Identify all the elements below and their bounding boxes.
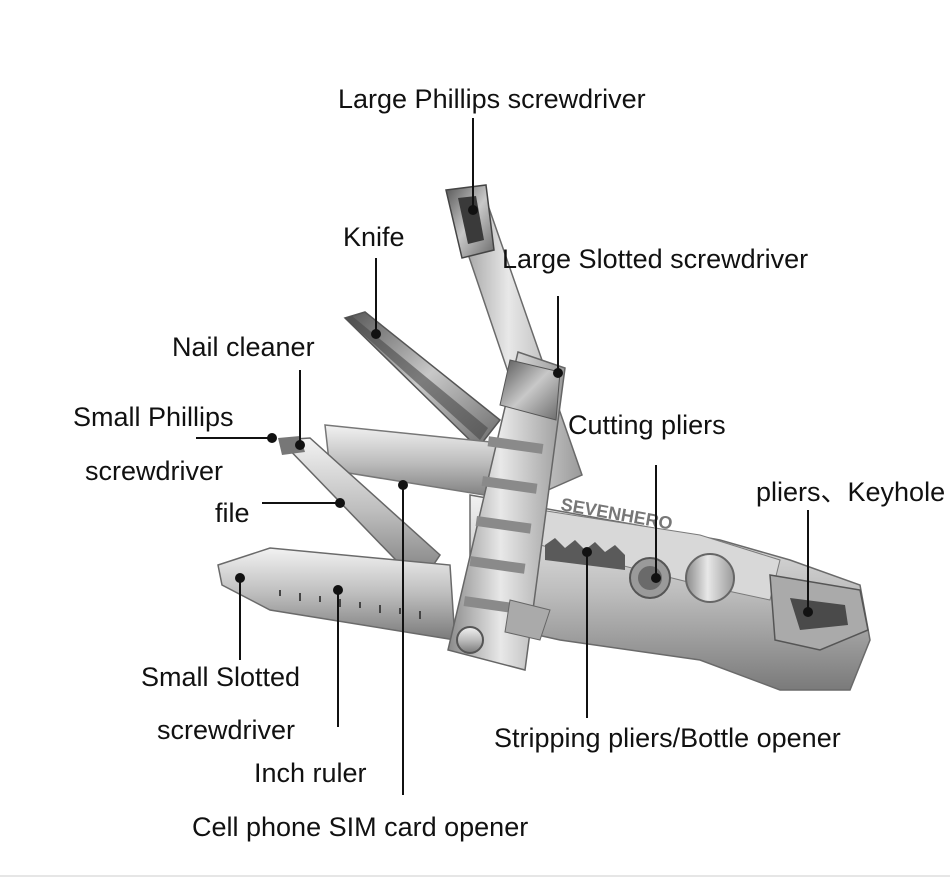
label-small-slotted-line1: Small Slotted [141,662,301,692]
label-inch-ruler: Inch ruler [254,758,367,788]
label-knife: Knife [343,222,405,252]
leader-dots [235,205,813,617]
label-large-phillips: Large Phillips screwdriver [338,84,646,114]
dot-small-phillips [267,433,277,443]
dot-nail-cleaner [295,440,305,450]
dot-cutting-pliers [651,573,661,583]
label-sim-opener: Cell phone SIM card opener [192,812,529,842]
dot-small-slotted [235,573,245,583]
large-slotted-handle [447,351,566,671]
dot-knife [371,329,381,339]
label-cutting-pliers: Cutting pliers [568,410,726,440]
label-large-slotted: Large Slotted screwdriver [502,244,809,274]
leader-lines [196,118,809,795]
label-small-phillips-line2: screwdriver [85,456,224,486]
dot-large-slotted [553,368,563,378]
knife-blade [343,311,502,450]
dot-keyhole [803,607,813,617]
label-nail-cleaner: Nail cleaner [172,332,315,362]
label-small-slotted-line2: screwdriver [157,715,296,745]
label-pliers-keyhole: pliers、Keyhole [756,477,946,507]
dot-sim-opener [398,480,408,490]
dot-large-phillips [468,205,478,215]
dot-inch-ruler [333,585,343,595]
dot-stripping [582,547,592,557]
label-stripping-pliers: Stripping pliers/Bottle opener [494,723,841,753]
label-file: file [215,498,250,528]
dot-file [335,498,345,508]
label-small-phillips-line1: Small Phillips [73,402,234,432]
